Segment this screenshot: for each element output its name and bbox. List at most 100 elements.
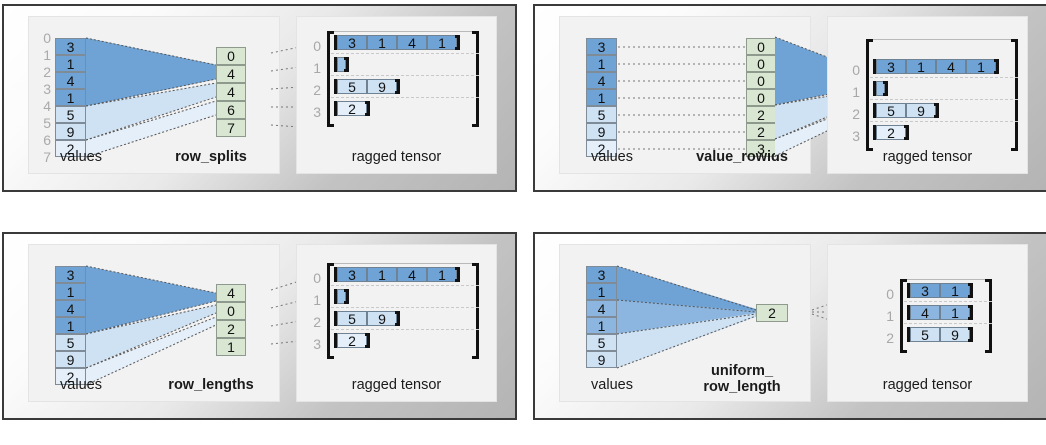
ragged-tensor-label: ragged tensor	[882, 377, 973, 393]
ragged-cell: 1	[966, 59, 996, 74]
ragged-tensor-label: ragged tensor	[351, 377, 442, 393]
ragged-cell: 1	[940, 283, 970, 298]
encoding-label-line1: uniform_	[710, 363, 774, 379]
ragged-cell: 5	[337, 311, 367, 326]
row-index: 1	[313, 292, 321, 308]
ragged-cell: 5	[876, 103, 906, 118]
ragged-cell: 2	[876, 125, 906, 140]
panel-row-lengths: 3 1 4 1 5 9 2 4 0 2 1 values row_lengths	[2, 232, 517, 420]
outer-bracket-right	[1011, 39, 1018, 151]
bridge-connector-4	[811, 287, 878, 337]
value-index: 3	[43, 81, 51, 97]
ragged-cell: 3	[337, 35, 367, 50]
values-label: values	[60, 149, 102, 165]
value-cell: 5	[55, 334, 86, 351]
encoding-label-line2: row_length	[703, 379, 781, 395]
ragged-cell-empty	[337, 57, 346, 72]
encoding-cell: 2	[756, 304, 788, 322]
encoding-cell: 2	[746, 123, 776, 140]
value-cell: 3	[55, 38, 86, 55]
values-card-4: 3 1 4 1 5 9 2 values uniform_ row_length	[559, 244, 811, 402]
value-cell: 1	[55, 283, 86, 300]
ragged-cell: 4	[397, 35, 427, 50]
ragged-cell: 9	[906, 103, 936, 118]
ragged-cell: 9	[367, 79, 397, 94]
value-index: 0	[43, 30, 51, 46]
ragged-cell: 1	[427, 35, 457, 50]
value-cell: 3	[55, 266, 86, 283]
value-cell: 1	[586, 55, 617, 72]
row-index: 2	[852, 106, 860, 122]
value-cell: 1	[586, 283, 617, 300]
row-index: 2	[313, 82, 321, 98]
ragged-cell: 4	[910, 305, 940, 320]
value-index: 1	[43, 47, 51, 63]
value-cell: 9	[586, 351, 617, 368]
encoding-label: uniform_ row_length	[672, 363, 812, 395]
ragged-cell: 9	[367, 311, 397, 326]
row-index: 2	[313, 314, 321, 330]
encoding-label: row_lengths	[168, 377, 254, 393]
encoding-cell: 0	[216, 302, 246, 320]
ragged-card-1: 0 1 2 3 3 1 4 1	[296, 16, 497, 174]
ragged-card-4: 0 1 2 3 1 4	[827, 244, 1028, 402]
ragged-cell: 4	[397, 267, 427, 282]
values-card-3: 3 1 4 1 5 9 2 4 0 2 1 values row_lengths	[28, 244, 280, 402]
ragged-card-3: 0 1 2 3 3 1 4 1	[296, 244, 497, 402]
value-cell: 2	[586, 140, 617, 157]
value-index: 4	[43, 98, 51, 114]
value-cell: 1	[586, 317, 617, 334]
value-cell: 3	[586, 266, 617, 283]
encoding-cell: 1	[216, 338, 246, 356]
outer-bracket-left	[327, 31, 334, 127]
value-index: 5	[43, 115, 51, 131]
value-cell: 9	[55, 123, 86, 140]
values-card-1: 0 1 2 3 4 5 6 7	[28, 16, 280, 174]
encoding-cell: 4	[216, 65, 246, 83]
row-index: 1	[852, 84, 860, 100]
value-cell: 9	[586, 123, 617, 140]
outer-bracket-left	[327, 263, 334, 359]
outer-bracket-left	[866, 39, 873, 151]
value-cell: 2	[55, 368, 86, 385]
fan-connector-1	[85, 37, 217, 158]
fan-connector-3	[85, 265, 217, 386]
outer-bracket-right	[985, 279, 992, 353]
row-index: 0	[313, 38, 321, 54]
encoding-cell: 0	[216, 47, 246, 65]
ragged-cell: 3	[910, 283, 940, 298]
ragged-cell: 1	[367, 35, 397, 50]
value-cell: 4	[586, 300, 617, 317]
value-index: 6	[43, 132, 51, 148]
ragged-cell: 5	[337, 79, 367, 94]
panel-value-rowids: 3 1 4 1 5 9 2 0	[533, 4, 1046, 192]
ragged-cell: 3	[337, 267, 367, 282]
row-connector-2	[618, 46, 746, 150]
value-cell: 1	[586, 89, 617, 106]
outer-bracket-right	[472, 263, 479, 359]
ragged-cell: 4	[936, 59, 966, 74]
encoding-cell: 6	[216, 101, 246, 119]
row-index: 3	[852, 128, 860, 144]
value-cell: 5	[586, 334, 617, 351]
ragged-cell: 1	[427, 267, 457, 282]
row-index: 0	[313, 270, 321, 286]
ragged-tensor-label: ragged tensor	[351, 149, 442, 165]
row-index: 3	[313, 104, 321, 120]
encoding-label: value_rowids	[696, 149, 788, 165]
ragged-tensor-label: ragged tensor	[882, 149, 973, 165]
row-index: 1	[313, 60, 321, 76]
row-index: 2	[886, 330, 894, 346]
values-label: values	[591, 149, 633, 165]
encoding-cell: 7	[216, 119, 246, 137]
ragged-cell: 5	[910, 327, 940, 342]
value-cell: 1	[55, 317, 86, 334]
ragged-card-2: 0 1 2 3 3 1 4 1	[827, 16, 1028, 174]
values-label: values	[60, 377, 102, 393]
outer-bracket-right	[472, 31, 479, 127]
outer-bracket-left	[900, 279, 907, 353]
ragged-cell-empty	[876, 81, 885, 96]
encoding-cell: 4	[216, 284, 246, 302]
value-cell: 3	[586, 38, 617, 55]
value-cell: 5	[586, 106, 617, 123]
